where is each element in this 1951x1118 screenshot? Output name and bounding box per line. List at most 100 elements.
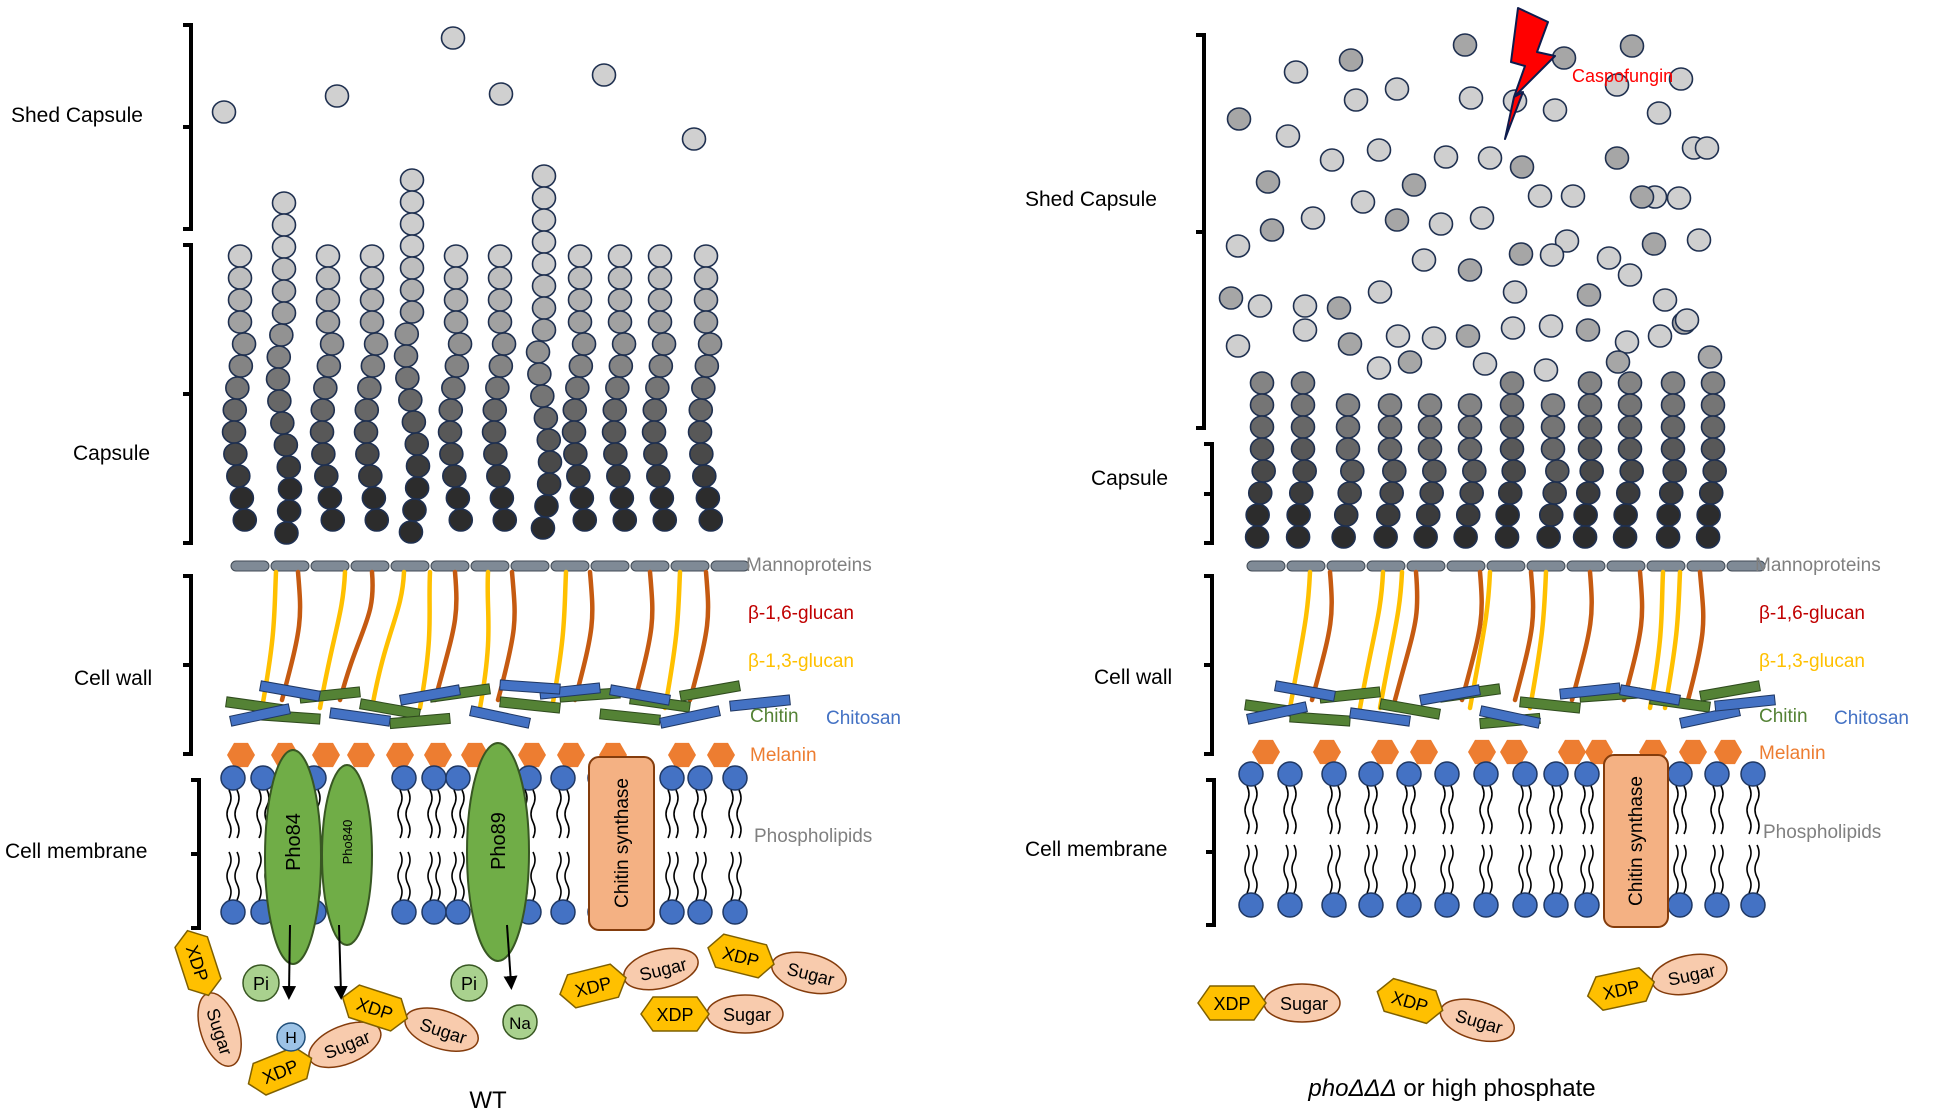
beta-1-6-glucan-strand: [279, 569, 303, 703]
phospholipid-tail: [1252, 844, 1258, 894]
phospholipid-head: [1667, 761, 1693, 787]
xdp-molecule: [1586, 966, 1656, 1012]
mannoprotein: [1606, 560, 1646, 572]
shed-capsule-ball: [1605, 350, 1631, 374]
melanin-hexagon: [1468, 739, 1496, 765]
capsule-polysaccharide-ball: [443, 244, 469, 268]
capsule-polysaccharide-ball: [439, 442, 464, 466]
capsule-polysaccharide-ball: [359, 288, 385, 312]
capsule-polysaccharide-ball: [1617, 371, 1643, 395]
melanin-hexagon: [557, 742, 585, 768]
beta-1-6-glucan-strand: [1392, 569, 1420, 703]
capsule-polysaccharide-ball: [1499, 415, 1525, 439]
shed-capsule-ball: [1596, 246, 1622, 270]
left-cell-membrane-label: Cell membrane: [5, 840, 147, 863]
capsule-polysaccharide-ball: [1700, 437, 1726, 461]
capsule-polysaccharide-ball: [399, 234, 425, 258]
capsule-polysaccharide-ball: [1540, 415, 1566, 439]
mannoprotein: [230, 560, 270, 572]
phospholipid-tail: [1710, 844, 1716, 894]
capsule-polysaccharide-ball: [693, 310, 719, 334]
phospholipid-tail: [234, 789, 240, 839]
capsule-polysaccharide-ball: [1413, 525, 1438, 549]
shed-capsule-ball: [1428, 212, 1454, 236]
phospholipid-head: [659, 899, 685, 925]
capsule-polysaccharide-ball: [1497, 481, 1523, 505]
chitin-fiber: [499, 696, 561, 714]
beta-1-6-glucan-strand: [337, 569, 375, 703]
phospholipid-head: [1543, 892, 1569, 918]
chitosan-fiber: [499, 679, 561, 695]
melanin-hexagon: [1679, 739, 1707, 765]
phospholipid-head: [550, 899, 576, 925]
phospholipid-tail: [1372, 844, 1378, 894]
capsule-polysaccharide-ball: [487, 266, 513, 290]
capsule-polysaccharide-ball: [223, 442, 248, 466]
capsule-polysaccharide-ball: [687, 420, 713, 444]
left-chitosan-label: Chitosan: [826, 708, 901, 729]
capsule-polysaccharide-ball: [569, 486, 595, 510]
mannoprotein: [670, 560, 710, 572]
phospholipid-tail: [1440, 844, 1446, 894]
left-beta13-label: β-1,3-glucan: [748, 651, 854, 672]
phospholipid-tail: [673, 851, 679, 901]
beta-1-6-glucan-strand: [1512, 569, 1536, 703]
capsule-polysaccharide-ball: [642, 398, 668, 422]
chitin-fiber: [1519, 696, 1581, 714]
right-chitosan-label: Chitosan: [1834, 708, 1909, 729]
capsule-polysaccharide-ball: [1247, 481, 1273, 505]
capsule-polysaccharide-ball: [441, 376, 466, 400]
capsule-polysaccharide-ball: [357, 376, 382, 400]
phospholipid-tail: [459, 789, 465, 839]
capsule-polysaccharide-ball: [1494, 525, 1520, 549]
phospholipid-tail: [1557, 785, 1563, 835]
right-capsule-layer: [1244, 371, 1727, 549]
mannoprotein: [1286, 560, 1326, 572]
phospholipid-head: [1704, 892, 1730, 918]
genotype-label: phoΔΔΔ: [1307, 1075, 1396, 1102]
capsule-polysaccharide-ball: [605, 376, 630, 400]
capsule-polysaccharide-ball: [1536, 525, 1561, 549]
left-melanin-label: Melanin: [750, 745, 817, 766]
phospholipid-tail: [1549, 844, 1555, 894]
phospholipid-head: [1321, 892, 1347, 918]
capsule-polysaccharide-ball: [567, 288, 593, 312]
xdp-molecule: [1376, 977, 1444, 1025]
capsule-polysaccharide-ball: [1702, 459, 1727, 483]
melanin-hexagon: [1371, 739, 1399, 765]
phospholipid-tail: [435, 789, 441, 839]
capsule-polysaccharide-ball: [482, 398, 508, 422]
capsule-polysaccharide-ball: [567, 244, 593, 268]
capsule-polysaccharide-ball: [315, 266, 341, 290]
phospholipid-tail: [1746, 785, 1752, 835]
phospholipid-tail: [1681, 844, 1687, 894]
chitosan-fiber: [1679, 705, 1741, 729]
right-capsule-label: Capsule: [1091, 467, 1168, 490]
shed-capsule-ball: [1225, 334, 1251, 358]
phospholipid-head: [391, 899, 417, 925]
mannoprotein: [1326, 560, 1366, 572]
mannoprotein: [350, 560, 390, 572]
capsule-polysaccharide-ball: [1700, 393, 1726, 417]
shed-capsule-ball: [1614, 330, 1640, 354]
capsule-polysaccharide-ball: [354, 398, 380, 422]
phospholipid-tail: [256, 789, 262, 839]
phospholipid-tail: [736, 851, 742, 901]
chitosan-fiber: [659, 705, 721, 729]
capsule-polysaccharide-ball: [562, 398, 588, 422]
right-mannoproteins-label: Mannoproteins: [1755, 555, 1881, 576]
capsule-polysaccharide-ball: [1572, 525, 1598, 549]
capsule-polysaccharide-ball: [227, 288, 253, 312]
left-shed-capsule-bracket: [183, 23, 193, 231]
right-cell-membrane-label: Cell membrane: [1025, 838, 1167, 861]
capsule-polysaccharide-ball: [1415, 503, 1441, 527]
shed-capsule-ball: [1472, 352, 1498, 376]
capsule-polysaccharide-ball: [398, 520, 424, 544]
phospholipid-tail: [1580, 785, 1586, 835]
mannoprotein: [1686, 560, 1726, 572]
mannoprotein: [1726, 560, 1766, 572]
phospholipid-tail: [1252, 785, 1258, 835]
beta-1-3-glucan-strand: [369, 569, 407, 711]
